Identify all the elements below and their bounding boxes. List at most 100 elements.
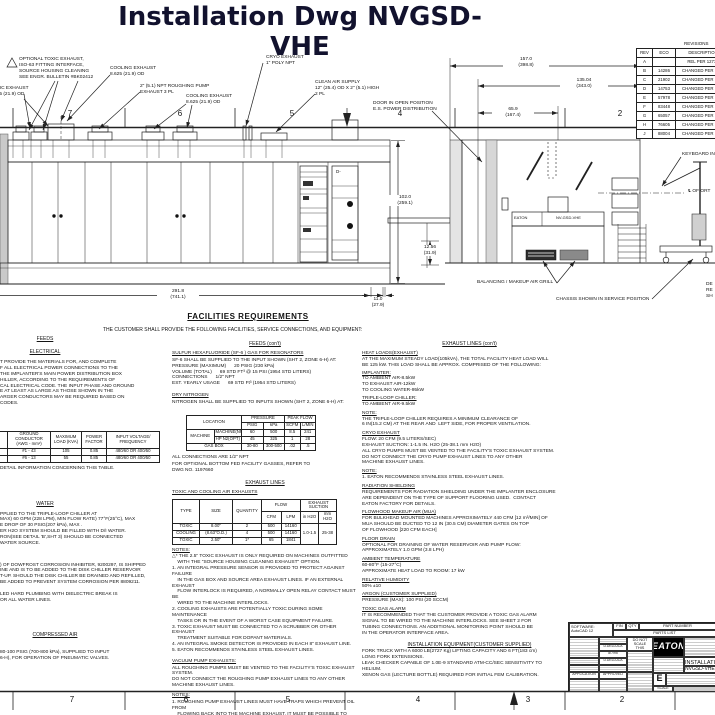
table-cell: J bbox=[636, 129, 653, 139]
dim-offset: 11.0 (27.9) bbox=[362, 297, 394, 309]
revisions-title: REVISIONS bbox=[684, 41, 709, 46]
dim-shelf-height: 12.56 (31.9) bbox=[414, 245, 446, 257]
table-cell: 45 bbox=[241, 435, 264, 444]
heat-loads-body: AT THE MAXIMUM STEADY LOAD(105kVA), THE … bbox=[362, 356, 549, 368]
part-number-header: PART NUMBER bbox=[639, 623, 715, 630]
flowhood-body: FOR BULKHEAD MOUNTED MACHINES APPROXIMAT… bbox=[362, 516, 548, 533]
titleblock-fineprint bbox=[599, 679, 627, 692]
table-cell: TOXIC bbox=[172, 522, 200, 531]
callout-clean-air-supply: CLEAN AIR SUPPLY 12" (25.4) OD X 2" (5.1… bbox=[315, 80, 380, 97]
nitrogen-heading: DRY NITROGEN bbox=[172, 393, 209, 399]
table-cell: COOLING bbox=[172, 529, 200, 538]
zone-label-bottom: 7 bbox=[69, 695, 75, 704]
table-cell: EXHAUST SUCTION bbox=[300, 499, 337, 512]
table-cell: CHANGED PER ECO bbox=[675, 111, 715, 121]
checker-name: D.DELLUCA bbox=[599, 658, 627, 665]
table-cell: GAS BOX bbox=[186, 442, 242, 451]
table-cell: PEAK FLOW bbox=[284, 414, 316, 423]
check-date: 8/7/95 bbox=[599, 651, 627, 658]
table-cell: mm H2O bbox=[318, 510, 337, 524]
revision-table-header: REV bbox=[636, 48, 653, 58]
table-cell: (8.63"O.D.) bbox=[199, 529, 233, 538]
table-cell: TYPE bbox=[172, 499, 200, 524]
sf6-specs: PRESSURE (MAXIMUM) 20 PSIG (230 kPa) VOL… bbox=[172, 363, 312, 387]
titleblock-fineprint bbox=[569, 665, 599, 672]
vacuum-body: ALL ROUGHING PUMPS MUST BE VENTED TO THE… bbox=[172, 665, 355, 689]
compressed-air-body: 80-100 PSIG (700-800 kPa), SUPPLIED TO I… bbox=[0, 649, 110, 661]
table-cell: LPM bbox=[280, 510, 301, 524]
table-cell: in H2O bbox=[300, 510, 319, 524]
argon-heading: ARGON (CUSTOMER SUPPLIED) bbox=[362, 592, 437, 598]
electrical-table-note: DETAIL INFORMATION CONCERNING THIS TABLE… bbox=[0, 465, 115, 471]
cryo-body: FLOW: 20 CFM (9.5 LITERS/SEC) EXHAUST SU… bbox=[362, 437, 555, 466]
table-cell: 480/60 OR 400/50 bbox=[106, 454, 160, 463]
table-cell: INPUT VOLTAGE/ FREQUENCY bbox=[106, 430, 160, 449]
implanter-heading: IMPLANTER: bbox=[362, 370, 391, 376]
dim-front-width: 291.8 (741.1) bbox=[157, 289, 199, 301]
table-cell: 30-80 bbox=[241, 442, 264, 451]
table-cell bbox=[0, 447, 8, 456]
table-cell: 241 bbox=[299, 428, 316, 437]
page-title: Installation Dwg NVGSD-VHE bbox=[118, 2, 482, 62]
exhaust-table: TYPE SIZE QUANTITY FLOW EXHAUST SUCTION … bbox=[172, 499, 337, 545]
table-cell: 25-38 bbox=[318, 522, 337, 545]
table-cell: 76605 bbox=[652, 120, 676, 130]
table-cell: MAXIMUM LOAD (KVA) bbox=[50, 430, 82, 449]
sf6-heading: SULFUR HEXAFLUORIDE (SF-6 ) GAS FOR RESO… bbox=[172, 351, 304, 357]
humidity-body: 50% ±10 bbox=[362, 583, 381, 589]
titleblock-fineprint bbox=[666, 673, 715, 686]
titleblock-fineprint bbox=[627, 672, 653, 692]
note1-body: THE TRIPLE-LOOP CHILLER REQUIRES A MINIM… bbox=[362, 416, 531, 428]
titleblock-fineprint bbox=[653, 657, 684, 673]
table-cell: H bbox=[636, 120, 653, 130]
table-cell: L/MIN bbox=[299, 421, 316, 430]
nitrogen-table: LOCATION PRESSURE PEAK FLOW PSIG kPa SCF… bbox=[186, 414, 316, 451]
zone-label-top: 4 bbox=[397, 109, 403, 118]
dim-side-mid: 135.04 (343.0) bbox=[560, 78, 608, 90]
table-cell: POWER FACTOR bbox=[81, 430, 107, 449]
titleblock-fineprint bbox=[569, 658, 599, 665]
table-cell: D bbox=[636, 84, 653, 94]
floor-drain-body: OPTIONAL FOR DRAINING OF WATER RESERVOIR… bbox=[362, 542, 521, 554]
revision-letter: E bbox=[653, 673, 666, 686]
table-cell: B bbox=[636, 66, 653, 76]
table-cell: 1* bbox=[232, 536, 262, 545]
exhaust-notes-heading: NOTES: bbox=[172, 547, 190, 553]
table-cell: MACHINE(NF) bbox=[213, 428, 242, 437]
table-cell: REL PER 12715 bbox=[675, 57, 715, 67]
titleblock-fineprint bbox=[569, 679, 599, 692]
facilities-intro: THE CUSTOMER SHALL PROVIDE THE FOLLOWING… bbox=[103, 327, 363, 333]
table-cell: #1 - 43 bbox=[7, 447, 51, 456]
parts-list-label: PARTS LIST bbox=[613, 630, 715, 637]
fin-header: FIN bbox=[613, 623, 626, 630]
install-equipment-heading: INSTALLATION EQUIPMENT(CUSTOMER SUPPLIED… bbox=[407, 642, 532, 649]
callout-cryo-exhaust: CRYO EXHAUST 1" POLY NPT bbox=[266, 55, 304, 66]
zone-label-top: 5 bbox=[289, 109, 295, 118]
electrical-table: GROUND CONDUCTOR (AWG - mm²) MAXIMUM LOA… bbox=[0, 430, 160, 463]
table-cell: PRESSURE bbox=[241, 414, 285, 423]
dim-side-small: 65.9 (167.4) bbox=[492, 107, 534, 119]
feeds-cont-heading: FEEDS (con't) bbox=[249, 341, 281, 347]
table-cell: .5 bbox=[299, 442, 316, 451]
zone-label-bottom: 6 bbox=[183, 695, 189, 704]
zone-label-bottom: 5 bbox=[285, 695, 291, 704]
table-cell: FLOW bbox=[261, 499, 301, 512]
software-cell: SOFTWARE: AutoCAD 12 bbox=[569, 623, 613, 637]
callout-cooling-exhaust-2: COOLING EXHAUST 8.625 (21.9) OD bbox=[186, 94, 233, 105]
radiation-heading: RADIATION SHIELDING bbox=[362, 483, 415, 489]
floor-drain-heading: FLOOR DRAIN bbox=[362, 536, 395, 542]
electrical-body: T PROVIDE THE MATERIALS FOR, AND COMPLET… bbox=[0, 360, 135, 407]
vacuum-notes: 1. ROUGHING PUMP EXHAUST LINES MUST HAVE… bbox=[172, 699, 355, 715]
radiation-body: REQUIREMENTS FOR RADIATION SHIELDING UND… bbox=[362, 489, 556, 507]
table-cell: 88004 bbox=[652, 129, 676, 139]
table-cell: CHANGED PER ECO bbox=[675, 129, 715, 139]
title-block: SOFTWARE: AutoCAD 12 FIN QTY PART NUMBER… bbox=[568, 622, 715, 692]
facilities-heading: FACILITIES REQUIREMENTS bbox=[187, 312, 309, 321]
table-cell: 28 bbox=[299, 435, 316, 444]
cryo-heading: CRYO EXHAUST bbox=[362, 431, 400, 437]
table-cell: .02 bbox=[284, 442, 301, 451]
table-cell: E bbox=[636, 93, 653, 103]
table-cell: 1841 bbox=[280, 536, 301, 545]
table-cell: 105 bbox=[50, 447, 82, 456]
